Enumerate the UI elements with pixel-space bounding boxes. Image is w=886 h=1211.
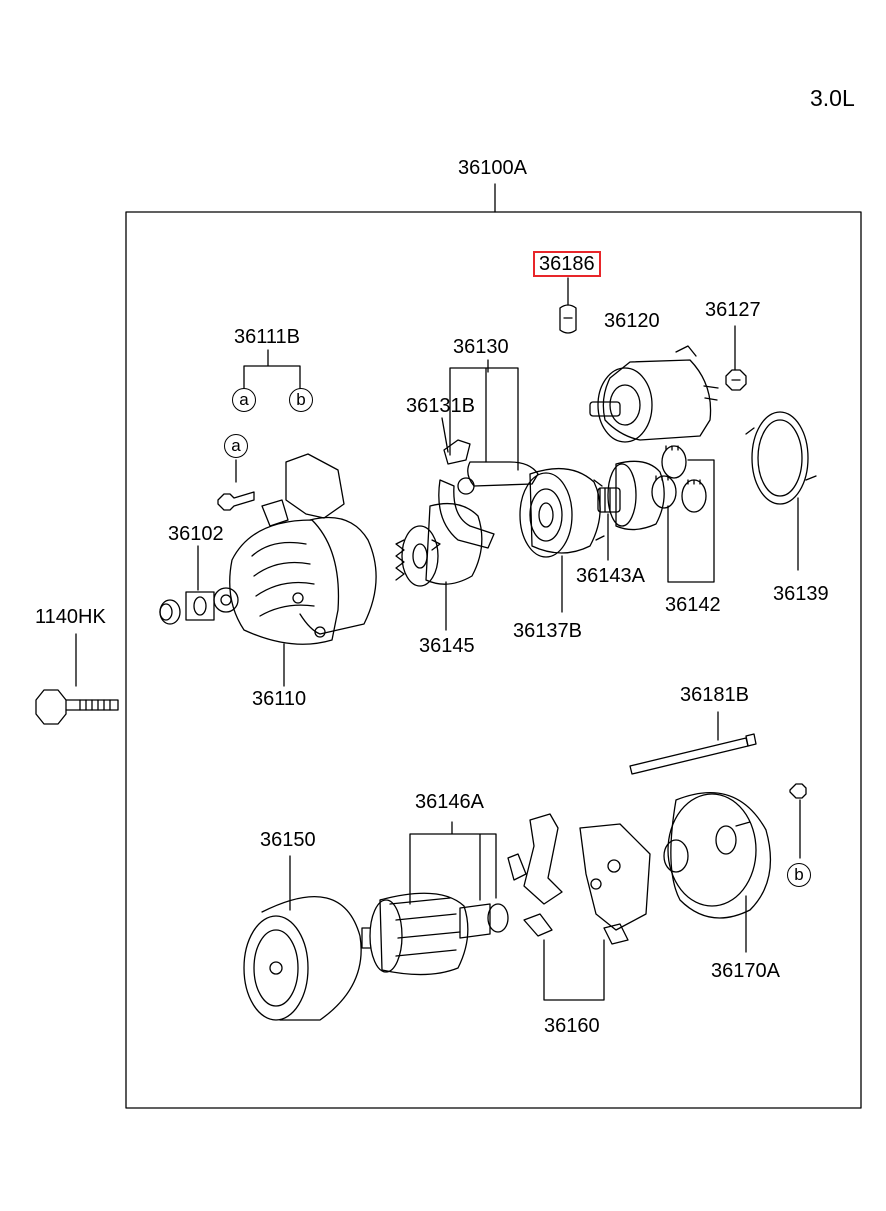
part-36146A (361, 821, 509, 976)
engine-label: 3.0L (810, 85, 855, 111)
part-36142 (651, 445, 707, 513)
ref-a-bolt: a (224, 434, 248, 458)
part-36186 (559, 304, 577, 334)
part-bolt-a (217, 459, 255, 511)
part-label-36170A[interactable]: 36170A (711, 960, 780, 982)
part-label-36102[interactable]: 36102 (168, 523, 224, 545)
part-36145 (395, 502, 483, 587)
ref-b-screw: b (787, 863, 811, 887)
part-label-36186[interactable]: 36186 (533, 251, 601, 277)
leader-36111B (243, 349, 301, 389)
part-label-36111B[interactable]: 36111B (234, 326, 300, 348)
assembly-label[interactable]: 36100A (458, 157, 527, 179)
part-label-36150[interactable]: 36150 (260, 829, 316, 851)
part-label-36139[interactable]: 36139 (773, 583, 829, 605)
part-label-36143A[interactable]: 36143A (576, 565, 645, 587)
part-36130 (438, 439, 539, 549)
part-label-36160[interactable]: 36160 (544, 1015, 600, 1037)
part-36102 (159, 545, 215, 625)
part-36181B (629, 711, 757, 775)
part-1140HK (35, 633, 119, 725)
part-36150 (243, 855, 362, 1021)
part-label-36127[interactable]: 36127 (705, 299, 761, 321)
part-label-36131B[interactable]: 36131B (406, 395, 475, 417)
assembly-frame (125, 211, 862, 1109)
ref-b-36111B: b (289, 388, 313, 412)
part-label-36137B[interactable]: 36137B (513, 620, 582, 642)
part-screw-b (789, 783, 807, 859)
part-36137B (519, 468, 605, 558)
part-label-36130[interactable]: 36130 (453, 336, 509, 358)
part-36127 (725, 369, 747, 391)
part-label-36120[interactable]: 36120 (604, 310, 660, 332)
part-label-36146A[interactable]: 36146A (415, 791, 484, 813)
part-label-36181B[interactable]: 36181B (680, 684, 749, 706)
part-36139 (745, 411, 817, 505)
part-36120 (589, 345, 719, 443)
part-label-36145[interactable]: 36145 (419, 635, 475, 657)
part-label-1140HK[interactable]: 1140HK (35, 606, 106, 628)
part-label-36110[interactable]: 36110 (252, 688, 307, 710)
part-36160 (507, 813, 651, 1001)
part-36110 (213, 453, 377, 645)
part-label-36142[interactable]: 36142 (665, 594, 721, 616)
part-36143A (597, 460, 665, 531)
ref-a-36111B: a (232, 388, 256, 412)
part-36170A (663, 792, 772, 919)
